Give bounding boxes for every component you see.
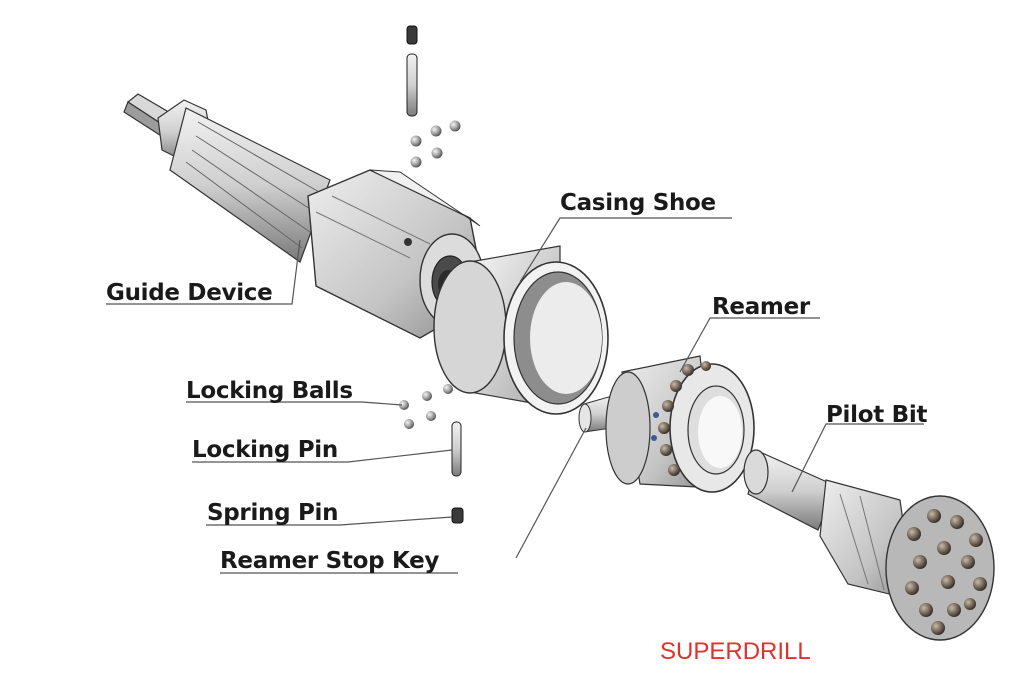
locking-balls-label: Locking Balls bbox=[186, 378, 353, 404]
reamer-label: Reamer bbox=[712, 294, 810, 320]
top-locking-balls-part bbox=[410, 120, 461, 168]
pilot-bit-part bbox=[743, 449, 995, 641]
locking-pin-label: Locking Pin bbox=[192, 437, 338, 463]
spring-pin-part bbox=[451, 507, 464, 524]
pilot-bit-label: Pilot Bit bbox=[826, 402, 928, 428]
locking-balls-part bbox=[399, 384, 453, 429]
reamer-stop-key-label: Reamer Stop Key bbox=[220, 548, 440, 574]
top-spring-pin-part bbox=[406, 25, 418, 45]
leader-lines bbox=[106, 217, 924, 574]
guide-device-label: Guide Device bbox=[106, 280, 273, 306]
spring-pin-label: Spring Pin bbox=[207, 500, 339, 526]
brand-watermark: SUPERDRILL bbox=[660, 638, 811, 665]
reamer-part bbox=[605, 355, 755, 493]
locking-pin-part bbox=[451, 421, 462, 477]
top-locking-pin-part bbox=[406, 53, 418, 117]
casing-shoe-label: Casing Shoe bbox=[560, 190, 716, 216]
casing-shoe-part bbox=[433, 245, 609, 415]
reamer-stop-key-part bbox=[578, 395, 613, 433]
